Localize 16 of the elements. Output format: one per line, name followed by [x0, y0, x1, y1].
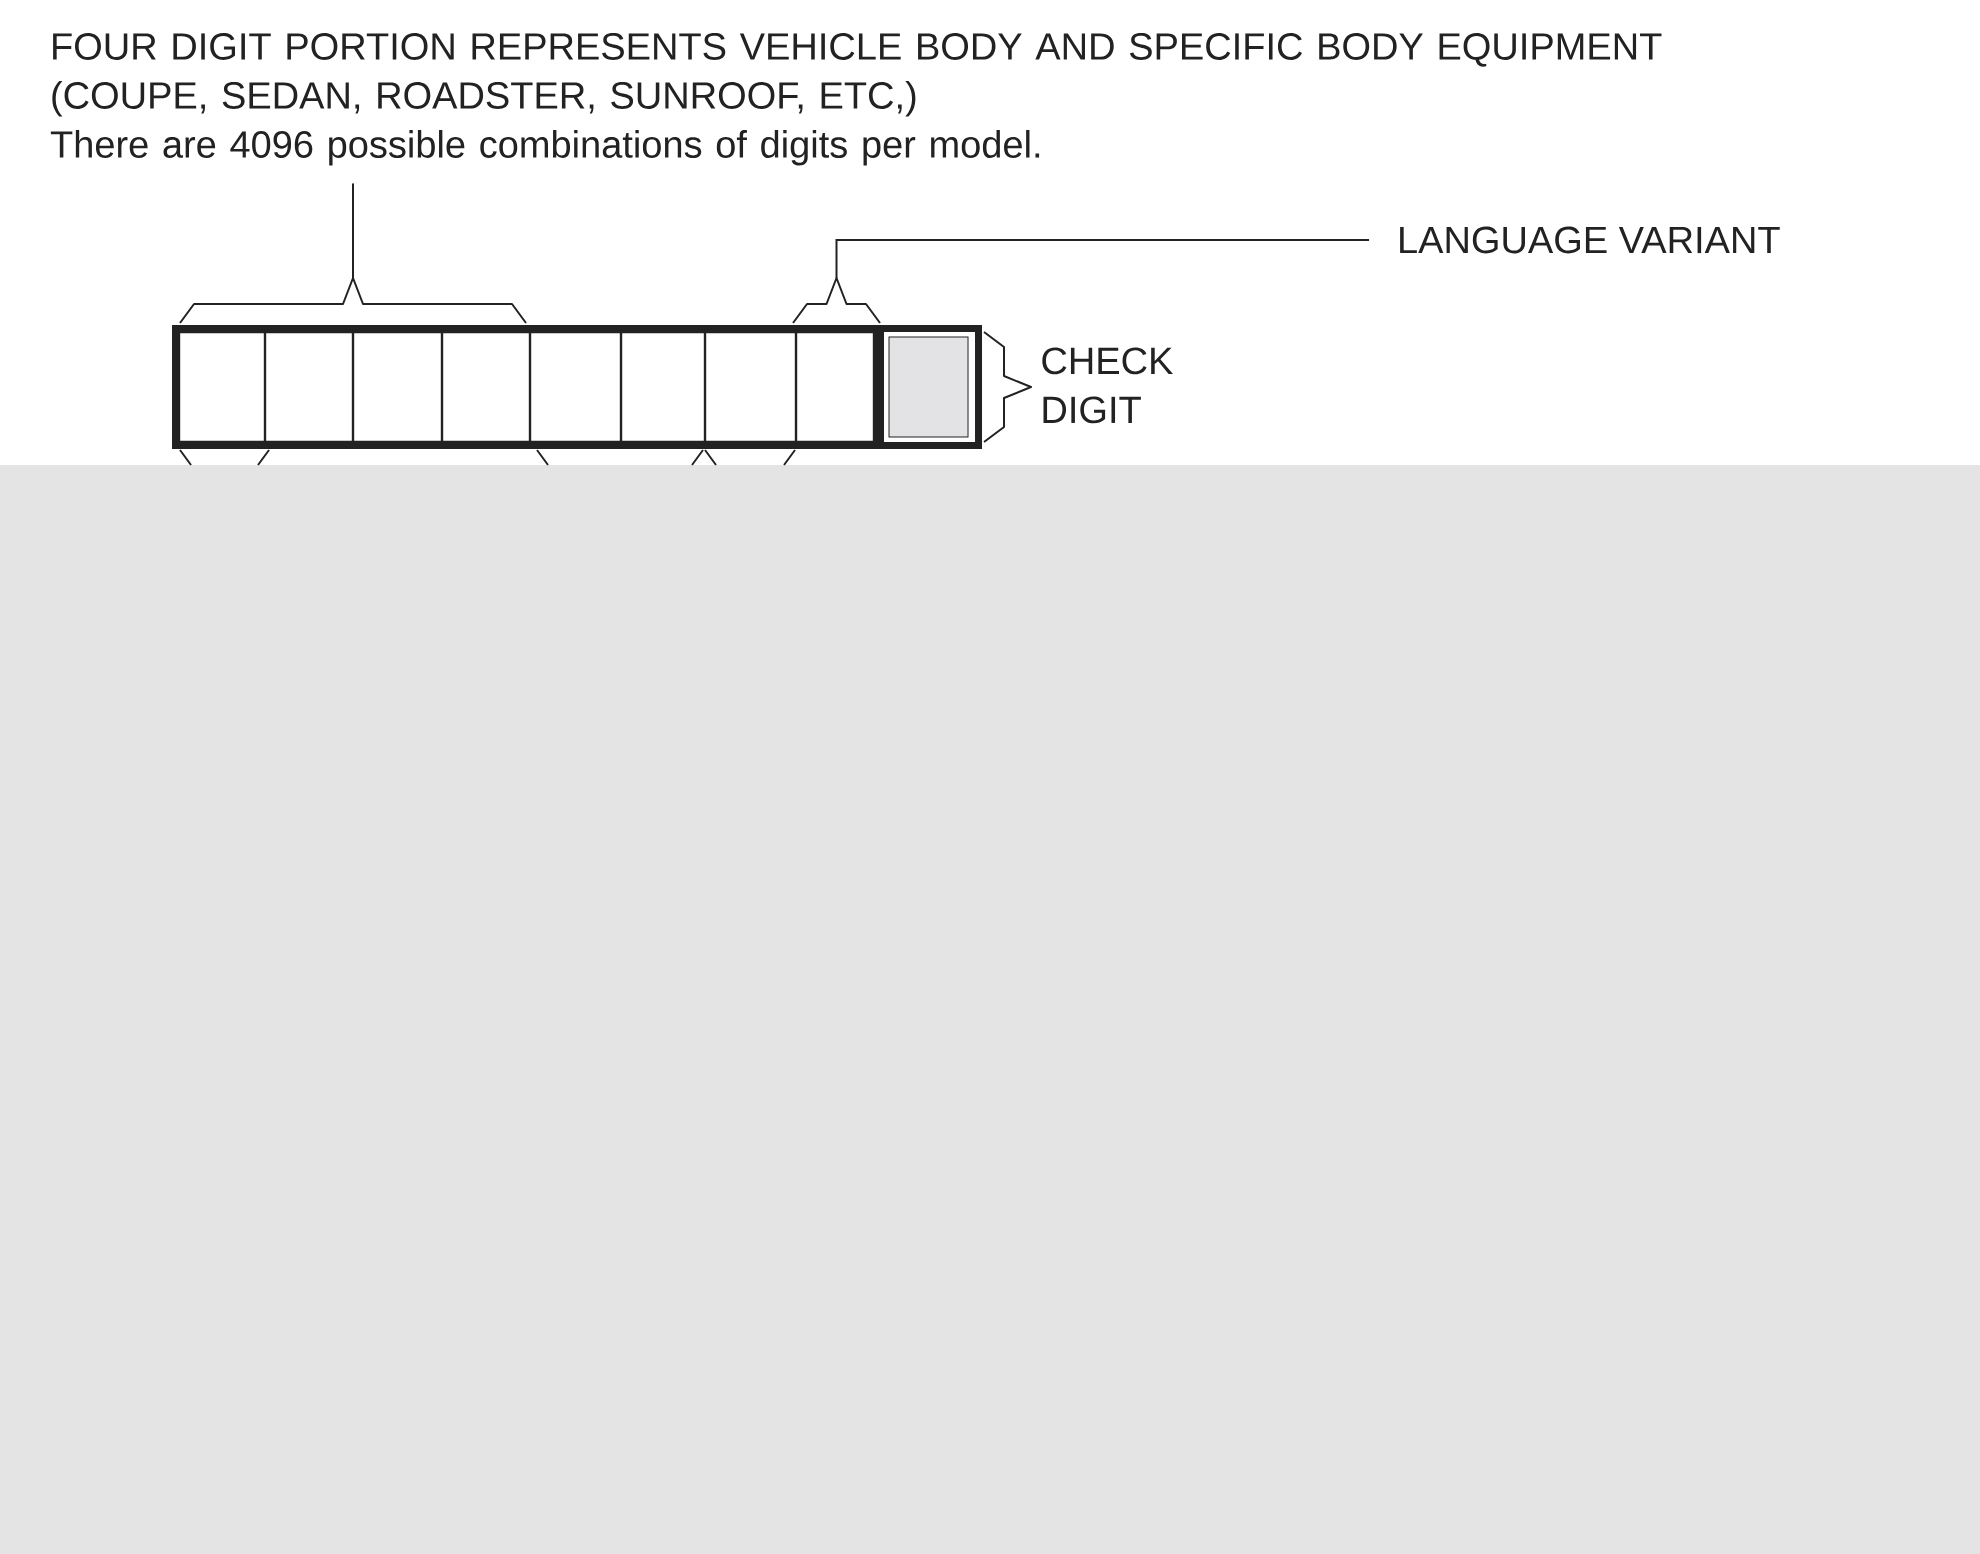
- leader-line: [835, 239, 1370, 279]
- leader-line: [352, 182, 354, 279]
- digit-cell: [353, 332, 442, 442]
- digit-cell: [705, 332, 796, 442]
- digit-cell: [265, 332, 353, 442]
- digit-cell: [442, 332, 530, 442]
- digit-cell: [621, 332, 705, 442]
- digit-cell: [796, 332, 874, 442]
- callout-text: CHECK DIGIT: [1042, 347, 1173, 424]
- callout-text: LANGUAGE VARIANT: [1400, 226, 1780, 254]
- digit-cell: [530, 332, 621, 442]
- note-text: FOUR DIGIT PORTION REPRESENTS VEHICLE BODY AND SPECIFIC BODY EQUIPMENT (COUPE, SEDAN, ROADSTER, SUNROOF, ETC,) There are 4096 possible combinations of digits per model.: [50, 33, 1662, 166]
- brace: [179, 277, 527, 324]
- brace: [792, 277, 881, 324]
- digit-cell: [179, 332, 265, 442]
- check-digit-cell: [888, 336, 969, 438]
